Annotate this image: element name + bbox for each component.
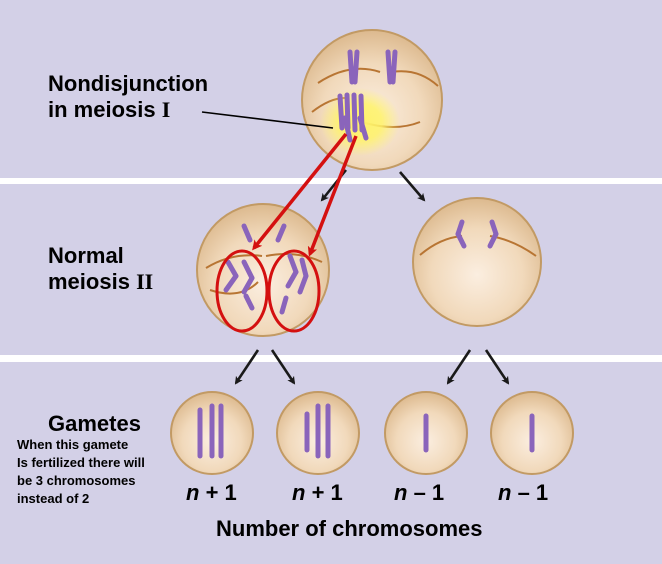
- chromosome-set: [223, 223, 309, 315]
- chromosome-pair: [347, 49, 398, 85]
- gamete-count-1: n + 1: [186, 480, 237, 505]
- division-arrows: [234, 169, 510, 385]
- highlight-circle-left: [215, 249, 269, 333]
- fertilization-note: When this gamete Is fertilized there wil…: [17, 437, 145, 506]
- chromosome-cluster-stuck: [337, 92, 369, 143]
- cell-meiosis-one: [301, 29, 443, 171]
- cell-meiosis-two-right: [412, 197, 542, 327]
- band-middle: [0, 184, 662, 355]
- nondisjunction-arrows: [252, 132, 358, 257]
- highlight-circle-right: [267, 249, 321, 333]
- chromosome-count-title: Number of chromosomes: [216, 516, 483, 541]
- gamete-cell-1: [170, 391, 254, 475]
- gamete-count-3: n – 1: [394, 480, 445, 505]
- gamete-count-4: n – 1: [498, 480, 549, 505]
- gamete-cell-2: [276, 391, 360, 475]
- normal-meiosis-label: Normal meiosis II: [48, 243, 154, 294]
- gamete-cell-3: [384, 391, 468, 475]
- gametes-label: Gametes: [48, 411, 141, 436]
- label-pointer-line: [201, 111, 334, 129]
- gamete-count-2: n + 1: [292, 480, 343, 505]
- cell-meiosis-two-left: [196, 203, 330, 337]
- gamete-cell-4: [490, 391, 574, 475]
- nondisjunction-label: Nondisjunction in meiosis I: [48, 71, 209, 122]
- chromosome-set: [455, 219, 499, 249]
